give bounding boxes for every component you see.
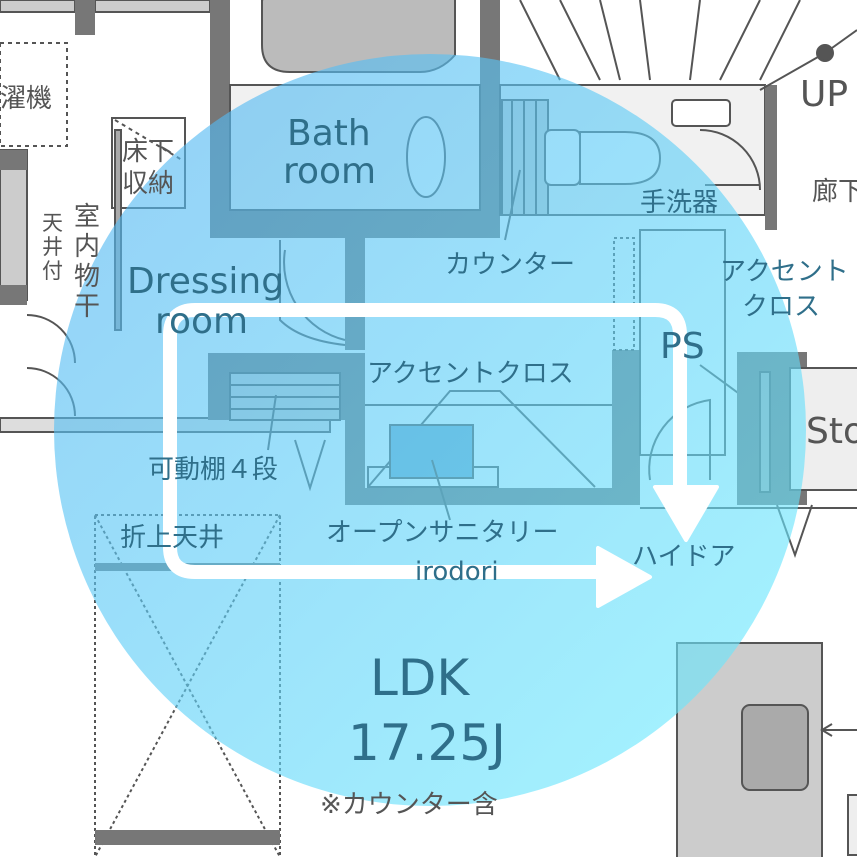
label-drying-4: 干 bbox=[74, 292, 100, 322]
arrowhead-right bbox=[596, 546, 652, 608]
label-drying-1: 室 bbox=[74, 202, 100, 232]
label-accent-right-1: アクセント bbox=[720, 257, 849, 287]
label-iroderi: irodori bbox=[415, 557, 499, 587]
arrowhead-down bbox=[653, 485, 719, 542]
label-ldk-note: ※カウンター含 bbox=[320, 790, 498, 820]
label-up: UP bbox=[800, 74, 848, 115]
label-accent-right-2: クロス bbox=[742, 292, 820, 322]
label-dressing-1: Dressing bbox=[127, 261, 284, 302]
label-ceiling-1: 天 bbox=[42, 211, 63, 235]
label-ceiling-2: 井 bbox=[42, 235, 63, 259]
label-underfloor-2: 収納 bbox=[122, 169, 174, 199]
label-open-sanitary: オープンサニタリー bbox=[326, 518, 558, 548]
label-ldk-size: 17.25J bbox=[348, 714, 506, 772]
label-adjustable-shelf: 可動棚４段 bbox=[148, 455, 278, 485]
label-high-door: ハイドア bbox=[632, 542, 735, 572]
label-ldk: LDK bbox=[370, 649, 470, 707]
highlight-circle bbox=[54, 54, 806, 806]
label-hand-washer: 手洗器 bbox=[640, 188, 718, 218]
label-dressing-2: room bbox=[155, 301, 248, 342]
label-washer: 濯機 bbox=[0, 84, 52, 114]
label-bath-1: Bath bbox=[287, 113, 371, 154]
label-ceiling-3: 付 bbox=[42, 259, 63, 283]
label-underfloor-1: 床下 bbox=[122, 137, 174, 167]
room-labels: 濯機 床下 収納 室 内 物 干 天 井 付 Bath room Dressin… bbox=[0, 74, 857, 820]
label-storage: Sto bbox=[806, 411, 857, 452]
label-raised-ceiling: 折上天井 bbox=[120, 523, 224, 553]
label-bath-2: room bbox=[283, 151, 376, 192]
label-counter: カウンター bbox=[445, 250, 575, 280]
label-drying-2: 内 bbox=[74, 232, 100, 262]
label-drying-3: 物 bbox=[74, 262, 100, 292]
label-accent-cloth: アクセントクロス bbox=[367, 359, 574, 389]
flow-arrow bbox=[163, 303, 719, 608]
label-ps: PS bbox=[660, 326, 705, 367]
label-corridor: 廊下 bbox=[812, 177, 857, 207]
